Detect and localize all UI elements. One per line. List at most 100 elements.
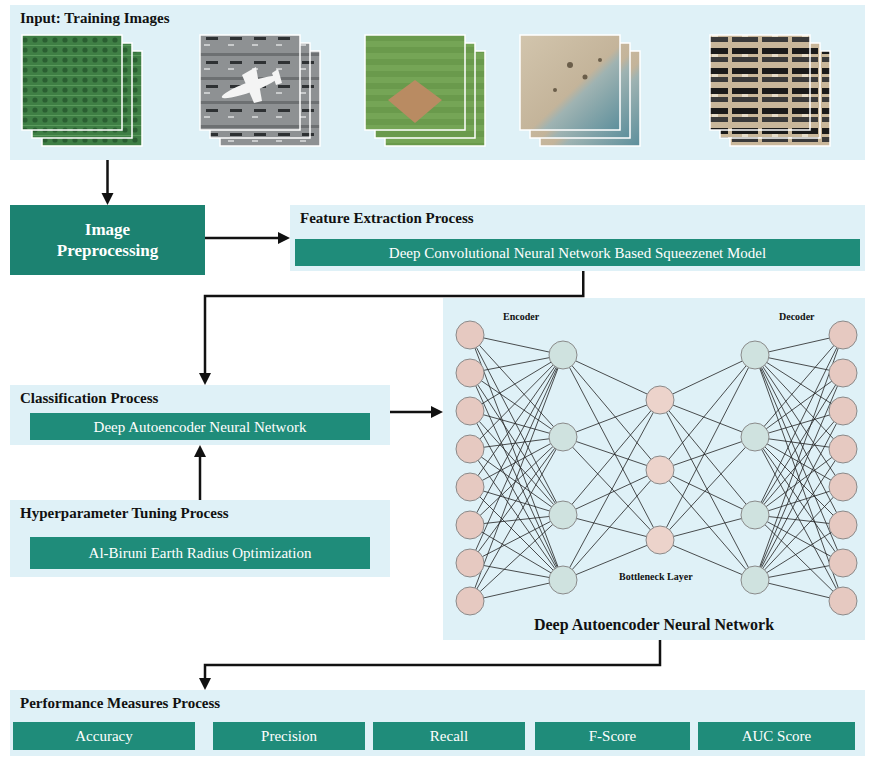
- network-link: [470, 437, 563, 563]
- label-anchor: Decoder: [779, 306, 815, 324]
- process-panel: Performance Measures ProcessAccuracy Prec…: [10, 690, 865, 756]
- neuron-circle: [829, 435, 857, 463]
- label-anchor: Encoder: [503, 306, 539, 324]
- network-link: [563, 400, 660, 515]
- neuron-circle: [549, 423, 577, 451]
- network-link: [470, 355, 563, 563]
- neuron-circle: [549, 566, 577, 594]
- network-link: [660, 400, 755, 437]
- process-panel: Deep Autoencoder Neural Network Encoder De…: [443, 298, 865, 640]
- network-link: [755, 373, 843, 580]
- arrow-line: [390, 411, 433, 414]
- autoencoder-network: [443, 298, 865, 640]
- neuron-circle: [456, 435, 484, 463]
- neuron-circle: [456, 321, 484, 349]
- process-panel: Hyperparameter Tuning ProcessAl-Biruni E…: [10, 500, 390, 577]
- network-link: [660, 437, 755, 470]
- neuron-circle: [456, 511, 484, 539]
- panel-heading: Input: Training Images: [20, 9, 169, 27]
- process-panel: Input: Training Images: [10, 5, 865, 160]
- neuron-circle: [549, 501, 577, 529]
- neuron-circle: [829, 549, 857, 577]
- neuron-circle: [741, 566, 769, 594]
- network-link: [660, 355, 755, 400]
- network-link: [755, 411, 843, 515]
- neuron-circle: [741, 423, 769, 451]
- arrow-line: [205, 237, 280, 240]
- network-link: [563, 400, 660, 580]
- box-label: Recall: [426, 727, 472, 745]
- flow-arrow: [390, 406, 443, 418]
- network-link: [470, 373, 563, 580]
- network-link: [563, 515, 660, 540]
- network-link: [660, 355, 755, 540]
- arrow-head: [278, 232, 290, 244]
- process-box: Deep Autoencoder Neural Network: [30, 413, 370, 440]
- box-label: Accuracy: [71, 727, 136, 745]
- layer-label: Bottleneck Layer: [619, 571, 693, 583]
- network-link: [660, 515, 755, 540]
- arrow-head: [431, 406, 443, 418]
- arrow-head: [199, 373, 211, 385]
- network-link: [660, 400, 755, 515]
- neuron-circle: [549, 341, 577, 369]
- process-panel: Classification ProcessDeep Autoencoder N…: [10, 385, 390, 445]
- arrow-head: [194, 445, 206, 457]
- panel-heading: Hyperparameter Tuning Process: [20, 504, 229, 522]
- process-panel: Feature Extraction ProcessDeep Convoluti…: [290, 205, 865, 271]
- panel-heading: Feature Extraction Process: [300, 209, 474, 227]
- arrow-line: [199, 455, 202, 500]
- box-label: Al-Biruni Earth Radius Optimization: [85, 544, 316, 562]
- process-box: Recall: [373, 722, 525, 750]
- network-link: [470, 355, 563, 411]
- box-label: AUC Score: [738, 727, 816, 745]
- neuron-circle: [456, 549, 484, 577]
- label-anchor: Bottleneck Layer: [619, 566, 693, 584]
- neuron-circle: [646, 456, 674, 484]
- step-label: Image Preprocessing: [43, 219, 173, 261]
- network-link: [470, 373, 563, 515]
- flow-arrow: [199, 640, 660, 690]
- network-link: [660, 470, 755, 515]
- flow-arrow: [205, 232, 290, 244]
- network-link: [470, 525, 563, 580]
- process-box: Accuracy: [13, 722, 195, 750]
- neuron-circle: [741, 501, 769, 529]
- network-link: [563, 470, 660, 515]
- neuron-circle: [741, 341, 769, 369]
- neuron-circle: [646, 526, 674, 554]
- neuron-circle: [829, 511, 857, 539]
- neuron-circle: [456, 473, 484, 501]
- arrow-line: [106, 160, 109, 195]
- neuron-circle: [646, 386, 674, 414]
- process-box: Al-Biruni Earth Radius Optimization: [30, 537, 370, 569]
- process-box: Image Preprocessing: [10, 205, 205, 275]
- flow-arrow: [102, 160, 114, 205]
- neuron-circle: [829, 359, 857, 387]
- arrow-head: [199, 678, 211, 690]
- process-box: Precision: [213, 722, 365, 750]
- network-link: [660, 437, 755, 540]
- process-box: AUC Score: [698, 722, 855, 750]
- panel-heading: Performance Measures Process: [20, 694, 220, 712]
- process-box: Deep Convolutional Neural Network Based …: [295, 239, 860, 266]
- box-label: F-Score: [585, 727, 641, 745]
- panel-heading: Classification Process: [20, 389, 158, 407]
- arrow-head: [102, 193, 114, 205]
- training-images: [10, 5, 865, 160]
- box-label: Precision: [257, 727, 321, 745]
- panel-caption: Deep Autoencoder Neural Network: [534, 615, 774, 634]
- network-link: [563, 437, 660, 470]
- arrow-line: [205, 640, 660, 680]
- box-label: Deep Autoencoder Neural Network: [90, 418, 311, 436]
- network-link: [563, 355, 660, 540]
- neuron-circle: [829, 473, 857, 501]
- box-label: Deep Convolutional Neural Network Based …: [385, 244, 770, 262]
- process-box: F-Score: [535, 722, 690, 750]
- layer-label: Decoder: [779, 311, 815, 323]
- network-link: [563, 470, 660, 580]
- caption-anchor: Deep Autoencoder Neural Network: [443, 615, 865, 634]
- network-link: [660, 400, 755, 580]
- neuron-circle: [456, 397, 484, 425]
- neuron-circle: [829, 587, 857, 615]
